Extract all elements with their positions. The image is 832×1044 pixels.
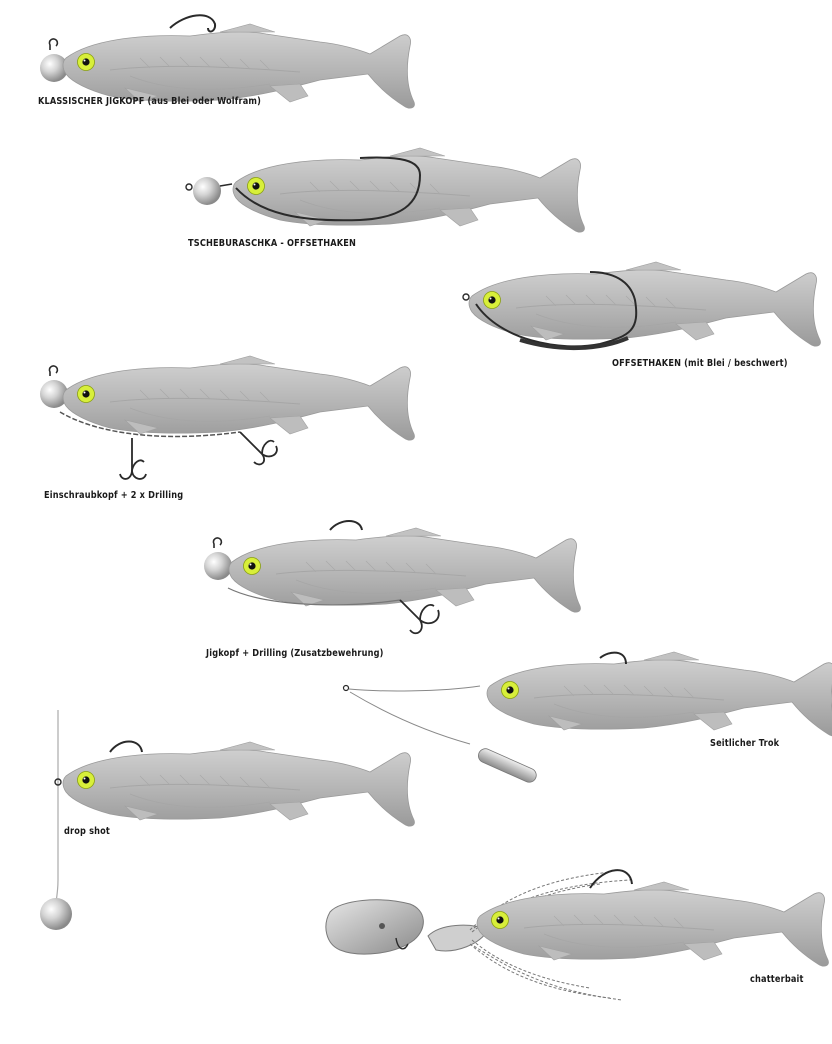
hook-icon [109, 740, 143, 753]
label-drop-shot: drop shot [64, 826, 111, 837]
offset-weighted-rig [462, 261, 821, 351]
fish-lure [468, 261, 821, 347]
label-side-trok: Seitlicher Trok [710, 738, 780, 749]
fish-lure [62, 355, 415, 441]
screw-head-rig [40, 355, 415, 480]
lead-ball-icon [193, 177, 221, 205]
jig-treble-rig [204, 520, 581, 635]
tscheburaschka-rig [185, 147, 585, 233]
chatterbait-rig [325, 869, 829, 1001]
offset-hook-icon [475, 271, 638, 348]
fish-lure [476, 881, 829, 967]
offset-hook-icon [235, 156, 422, 222]
sinker-icon [477, 748, 537, 783]
drop-shot-weight-icon [40, 898, 72, 930]
treble-hook-icon [399, 599, 440, 635]
label-tscheburaschka: TSCHEBURASCHKA - OFFSETHAKEN [188, 238, 357, 249]
jig-head-rig [40, 14, 415, 109]
drop-shot-rig [40, 710, 415, 930]
label-jig-head: KLASSISCHER JIGKOPF (aus Blei oder Wolfr… [38, 96, 262, 107]
lead-ball-icon [40, 54, 68, 82]
hook-icon [169, 14, 217, 33]
label-jig-treble: Jigkopf + Drilling (Zusatzbewehrung) [206, 648, 384, 659]
label-screw-head: Einschraubkopf + 2 x Drilling [44, 490, 184, 501]
hook-icon [329, 520, 363, 531]
fish-lure [486, 651, 832, 737]
hook-icon [589, 869, 633, 889]
treble-hook-icon [239, 431, 278, 466]
treble-hook-icon [119, 438, 147, 480]
lead-ball-icon [204, 552, 232, 580]
hook-icon [599, 651, 627, 665]
side-trok-rig [342, 651, 832, 783]
fish-lure [228, 527, 581, 613]
label-chatterbait: chatterbait [750, 974, 804, 985]
chatter-blade-icon [325, 899, 424, 955]
fish-lure [62, 741, 415, 827]
lead-ball-icon [40, 380, 68, 408]
label-offset-weighted: OFFSETHAKEN (mit Blei / beschwert) [612, 358, 788, 369]
